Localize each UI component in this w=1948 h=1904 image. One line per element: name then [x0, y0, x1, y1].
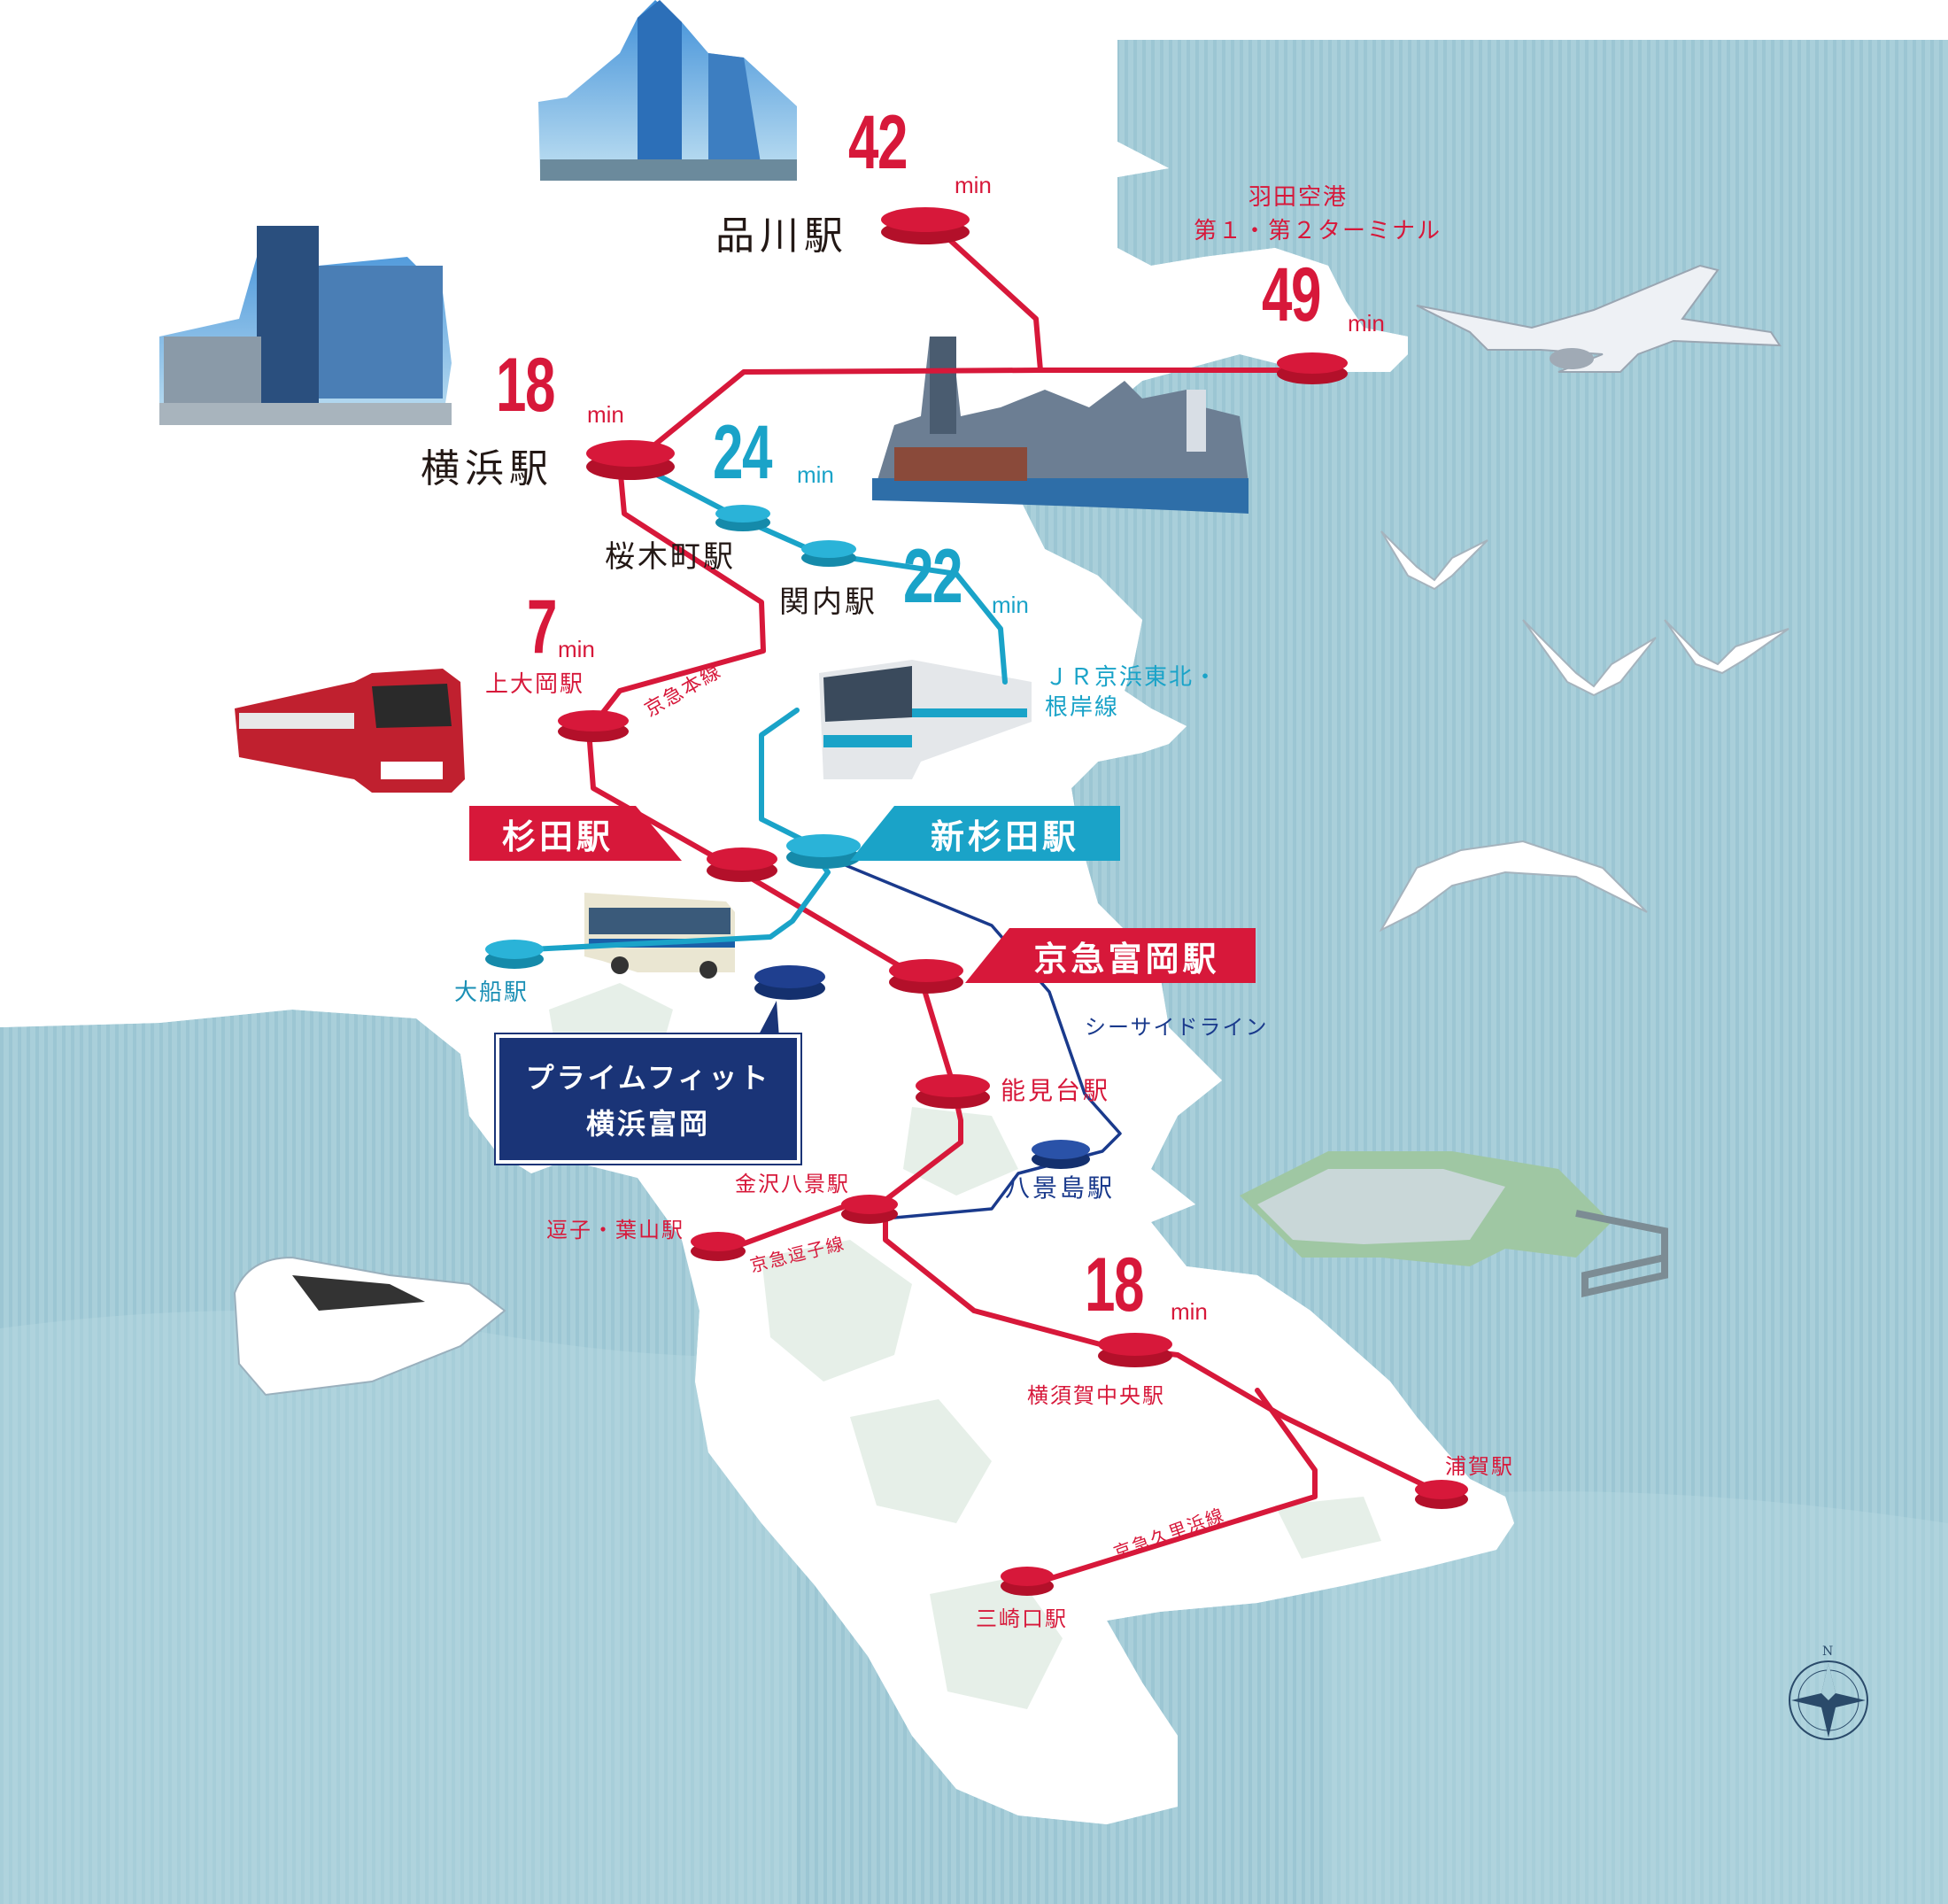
property-name-line2: 横浜富岡	[585, 1107, 710, 1141]
time-yokohama-unit: min	[587, 401, 624, 428]
label-kannai: 関内駅	[779, 584, 877, 620]
jr-train-photo	[819, 660, 1032, 779]
seagull-illustrations	[1379, 530, 1790, 933]
label-haneda-2: 第１・第２ターミナル	[1194, 218, 1442, 244]
disc-shinsugita	[786, 834, 861, 869]
label-kamiooka: 上大岡駅	[485, 671, 585, 698]
disc-property	[754, 965, 825, 1000]
time-kamiooka-unit: min	[558, 636, 595, 662]
disc-haneda	[1277, 352, 1348, 384]
property-callout: プライムフィット 横浜富岡	[494, 1033, 802, 1165]
disc-ofuna	[485, 940, 544, 969]
land	[549, 983, 1668, 1709]
callout-pointer	[757, 1001, 779, 1038]
disc-uraga	[1415, 1480, 1468, 1509]
keikyu-train-photo	[235, 669, 465, 793]
time-kamiooka: 7	[527, 584, 557, 669]
label-kanazawa-hakkei: 金沢八景駅	[735, 1172, 850, 1196]
disc-kamiooka	[558, 710, 629, 742]
sugita-banner-bg	[469, 806, 682, 861]
label-misakiguchi: 三崎口駅	[976, 1606, 1068, 1631]
airplane-photo	[1416, 264, 1782, 373]
minatomirai-skyline-photo	[872, 337, 1248, 514]
label-nokendai: 能見台駅	[1001, 1076, 1111, 1105]
sea	[0, 40, 1948, 1904]
time-sakuragicho-unit: min	[797, 461, 834, 488]
time-yokosuka-chuo: 18	[1085, 1242, 1144, 1327]
banner-tomioka: 京急富岡駅	[1033, 939, 1220, 979]
line-jr-2: 根岸線	[1045, 694, 1120, 721]
compass-icon	[1789, 1660, 1868, 1740]
time-shinagawa-unit: min	[955, 172, 992, 198]
bus-photo	[584, 893, 735, 979]
time-sakuragicho: 24	[713, 410, 772, 495]
time-yokohama: 18	[496, 343, 555, 428]
time-yokosuka-chuo-unit: min	[1171, 1298, 1208, 1325]
disc-misakiguchi	[1001, 1567, 1054, 1596]
label-haneda-1: 羽田空港	[1248, 184, 1349, 211]
disc-nokendai	[916, 1074, 990, 1109]
station-discs	[485, 207, 1468, 1596]
speedboat-photo	[233, 1256, 506, 1397]
label-yokosuka-chuo: 横須賀中央駅	[1027, 1383, 1165, 1408]
disc-yokosuka-chuo	[1098, 1333, 1172, 1367]
shinsugita-banner-bg	[850, 806, 1120, 861]
disc-kannai	[801, 540, 856, 567]
time-haneda-unit: min	[1348, 310, 1385, 337]
disc-hakkeijima	[1032, 1140, 1090, 1169]
disc-zushi-hayama	[691, 1232, 746, 1261]
line-seaside: シーサイドライン	[1085, 1015, 1269, 1040]
disc-sugita	[707, 848, 777, 882]
disc-sakuragicho	[715, 505, 770, 531]
yokohama-station-photo	[159, 226, 452, 425]
disc-tomioka	[889, 959, 963, 994]
disc-yokohama	[586, 440, 675, 480]
disc-kanazawa-hakkei	[841, 1195, 898, 1224]
time-kannai-unit: min	[992, 592, 1029, 618]
label-uraga: 浦賀駅	[1445, 1454, 1514, 1479]
label-ofuna: 大船駅	[454, 979, 530, 1006]
time-haneda: 49	[1262, 252, 1321, 337]
tomioka-banner-bg	[965, 928, 1256, 983]
disc-shinagawa	[881, 207, 970, 244]
label-zushi-hayama: 逗子・葉山駅	[546, 1218, 684, 1242]
label-shinagawa: 品川駅	[715, 213, 848, 259]
banner-shinsugita: 新杉田駅	[930, 817, 1079, 856]
time-kannai: 22	[903, 534, 962, 619]
line-jr-1: ＪＲ京浜東北・	[1045, 664, 1219, 691]
label-yokohama: 横浜駅	[421, 446, 553, 491]
compass-north-label: N	[1822, 1645, 1834, 1659]
banner-sugita: 杉田駅	[501, 817, 614, 856]
time-shinagawa: 42	[848, 100, 908, 185]
label-sakuragicho: 桜木町駅	[605, 539, 736, 575]
property-name-line1: プライムフィット	[525, 1061, 771, 1095]
label-hakkeijima: 八景島駅	[1005, 1173, 1116, 1203]
shinagawa-buildings-photo	[538, 0, 797, 181]
